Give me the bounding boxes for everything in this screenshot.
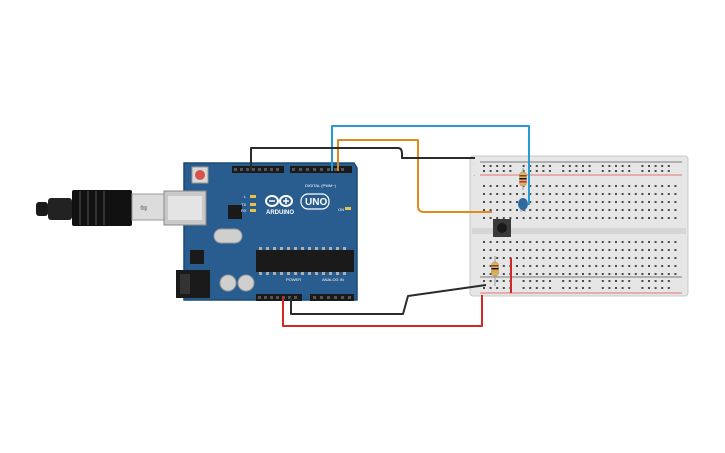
breadboard[interactable]: - + (469, 155, 689, 297)
rail-plus-label-top: + (473, 173, 476, 178)
brand-name: ARDUINO (266, 210, 294, 216)
analog-label: ANALOG IN (322, 277, 344, 282)
led[interactable] (518, 198, 528, 212)
resistor-1[interactable] (519, 168, 527, 190)
digital-label: DIGITAL (PWM~) (305, 183, 337, 188)
center-channel (472, 228, 686, 234)
tx-led-label: TX (241, 202, 246, 207)
usb-connector-metal (131, 193, 165, 221)
capacitor-2 (237, 274, 255, 292)
model-name: UNO (305, 197, 327, 208)
rail-minus-label-top: - (473, 160, 475, 165)
on-led-label: ON (338, 207, 344, 212)
svg-text:⇋: ⇋ (140, 203, 148, 213)
breadboard-body (469, 155, 689, 297)
model-badge (300, 193, 330, 210)
capacitor-1 (219, 274, 237, 292)
push-button[interactable] (493, 219, 511, 237)
led-lens (518, 198, 528, 210)
wire-black-bottom[interactable] (290, 284, 487, 315)
l-led-label: L (244, 194, 247, 199)
microcontroller-chip (256, 250, 354, 272)
rx-led-label: RX (241, 208, 247, 213)
usb-cable[interactable]: ⇋ (36, 190, 165, 226)
wire-red[interactable] (282, 295, 483, 327)
crystal (213, 228, 243, 244)
arduino-logo-icon (265, 195, 293, 207)
power-label: POWER (286, 277, 301, 282)
wire-black-top[interactable] (250, 147, 475, 171)
usb-plug-body (48, 198, 72, 220)
usb-cable-strain (36, 202, 48, 216)
breadboard-holes[interactable] (483, 165, 677, 289)
chip-small (228, 205, 242, 219)
wire-orange[interactable] (337, 139, 492, 213)
push-button-cap[interactable] (497, 223, 507, 233)
resistor-2[interactable] (491, 256, 499, 286)
arduino-board[interactable]: DIGITAL (PWM~) L TX RX ON ARDUINO UNO (163, 162, 358, 301)
analog-header[interactable] (310, 294, 354, 301)
reset-button-cap (195, 170, 205, 180)
regulator (190, 250, 204, 264)
